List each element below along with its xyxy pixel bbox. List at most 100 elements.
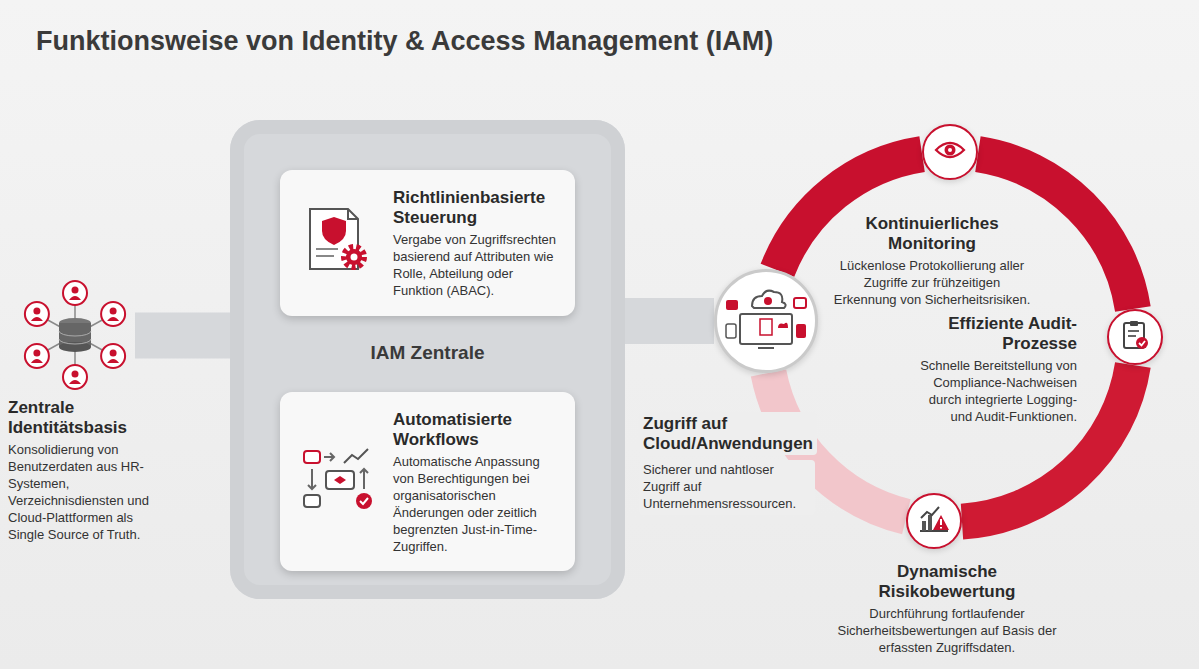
node-heading: Zentrale Identitätsbasis	[8, 398, 160, 437]
icon-part	[308, 469, 316, 489]
process-card: Richtlinienbasierte SteuerungVergabe von…	[280, 170, 575, 316]
policy-icon	[300, 203, 376, 283]
node-label: Dynamische RisikobewertungDurchführung f…	[822, 562, 1072, 657]
node-heading: Dynamische Risikobewertung	[831, 562, 1063, 601]
icon-part	[1128, 331, 1139, 336]
node-label: Kontinuierliches MonitoringLückenlose Pr…	[817, 214, 1047, 309]
node-body: Lückenlose Protokollierung aller Zugriff…	[832, 258, 1032, 309]
icon-part	[360, 498, 368, 504]
icon-part	[794, 298, 806, 308]
icon-part	[348, 209, 358, 219]
icon-part	[316, 255, 334, 257]
icon-part	[25, 344, 49, 368]
icon-part	[72, 287, 79, 294]
icon-part	[69, 380, 81, 384]
eye-icon	[934, 134, 966, 170]
icon-part	[304, 495, 320, 507]
icon-part	[778, 323, 788, 328]
icon-part	[59, 331, 91, 344]
icon-part	[917, 503, 951, 535]
icon-part	[796, 324, 806, 338]
node-heading: Kontinuierliches Monitoring	[832, 214, 1032, 253]
card-body: Automatische Anpassung von Berechtigunge…	[393, 454, 563, 555]
icon-part	[316, 248, 338, 250]
icon-part	[101, 302, 125, 326]
icon-part	[934, 134, 966, 166]
icon-part	[922, 521, 926, 531]
icon-part	[940, 519, 942, 529]
icon-part	[334, 476, 346, 484]
node-body: Sicherer und nahtloser Zugriff auf Unter…	[639, 460, 815, 515]
icon-part	[1130, 321, 1138, 326]
risk-icon	[917, 503, 951, 539]
icon-part	[63, 365, 87, 389]
icon-part	[724, 284, 808, 354]
ident-icon	[15, 278, 135, 397]
icon-part	[110, 350, 117, 357]
icon-part	[69, 296, 81, 300]
icon-circle: Dynamische RisikobewertungDurchführung f…	[906, 493, 962, 549]
panel-label: IAM Zentrale	[230, 342, 625, 364]
icon-part	[933, 515, 949, 530]
icon-part	[726, 324, 736, 338]
icon-part	[1124, 323, 1144, 348]
process-card: Automatisierte WorkflowsAutomatische Anp…	[280, 392, 575, 571]
icon-part	[346, 249, 362, 265]
node-label: Zentrale IdentitätsbasisKonsolidierung v…	[8, 398, 168, 543]
icon-part	[31, 317, 43, 321]
icon-circle: Zugriff auf Cloud/AnwendungenSicherer un…	[714, 269, 818, 373]
icon-part	[63, 281, 87, 305]
icon-part	[304, 451, 320, 463]
icon-part	[726, 300, 738, 310]
icon-part	[1139, 341, 1145, 346]
node-body: Schnelle Bereitstellung von Compliance-N…	[907, 358, 1077, 426]
apps-icon	[724, 284, 808, 358]
icon-part	[344, 247, 364, 267]
icon-part	[300, 203, 376, 279]
icon-part	[1136, 337, 1148, 349]
node-heading: Zugriff auf Cloud/Anwendungen	[639, 412, 817, 455]
card-heading: Richtlinienbasierte Steuerung	[393, 188, 563, 227]
flow-icon	[300, 445, 380, 519]
icon-part	[945, 145, 956, 156]
icon-part	[921, 507, 939, 518]
icon-part	[760, 319, 772, 335]
icon-part	[110, 308, 117, 315]
icon-part	[33, 308, 40, 315]
icon-part	[107, 359, 119, 363]
icon-part	[351, 253, 358, 260]
icon-part	[326, 471, 354, 489]
node-body: Konsolidierung von Benutzerdaten aus HR-…	[8, 442, 160, 543]
card-heading: Automatisierte Workflows	[393, 410, 563, 449]
node-body: Durchführung fortlaufender Sicherheitsbe…	[831, 606, 1063, 657]
icon-part	[758, 347, 774, 349]
icon-part	[752, 291, 786, 308]
icon-part	[300, 445, 380, 515]
icon-circle: Kontinuierliches MonitoringLückenlose Pr…	[922, 124, 978, 180]
node-label: Zugriff auf Cloud/AnwendungenSicherer un…	[639, 412, 829, 515]
icon-part	[72, 371, 79, 378]
group-panel: IAM Zentrale Richtlinienbasierte Steuerun…	[230, 120, 625, 599]
ring-arc	[978, 154, 1133, 309]
icon-part	[948, 148, 952, 152]
icon-part	[25, 302, 49, 326]
audit-icon	[1119, 319, 1151, 355]
icon-part	[360, 469, 368, 489]
icon-part	[101, 344, 125, 368]
identity-node: Zentrale IdentitätsbasisKonsolidierung v…	[15, 278, 135, 393]
diagram-title: Funktionsweise von Identity & Access Man…	[36, 26, 773, 57]
band-connector	[135, 313, 230, 359]
icon-part	[324, 453, 334, 461]
icon-part	[107, 317, 119, 321]
icon-part	[15, 278, 135, 393]
icon-part	[344, 449, 368, 463]
icon-circle: Effiziente Audit-ProzesseSchnelle Bereit…	[1107, 309, 1163, 365]
icon-part	[764, 297, 772, 305]
ring-arc	[777, 154, 922, 270]
icon-part	[33, 350, 40, 357]
card-body: Vergabe von Zugriffsrechten basierend au…	[393, 232, 563, 300]
icon-part	[936, 143, 964, 157]
icon-part	[31, 359, 43, 363]
icon-part	[1119, 319, 1151, 351]
